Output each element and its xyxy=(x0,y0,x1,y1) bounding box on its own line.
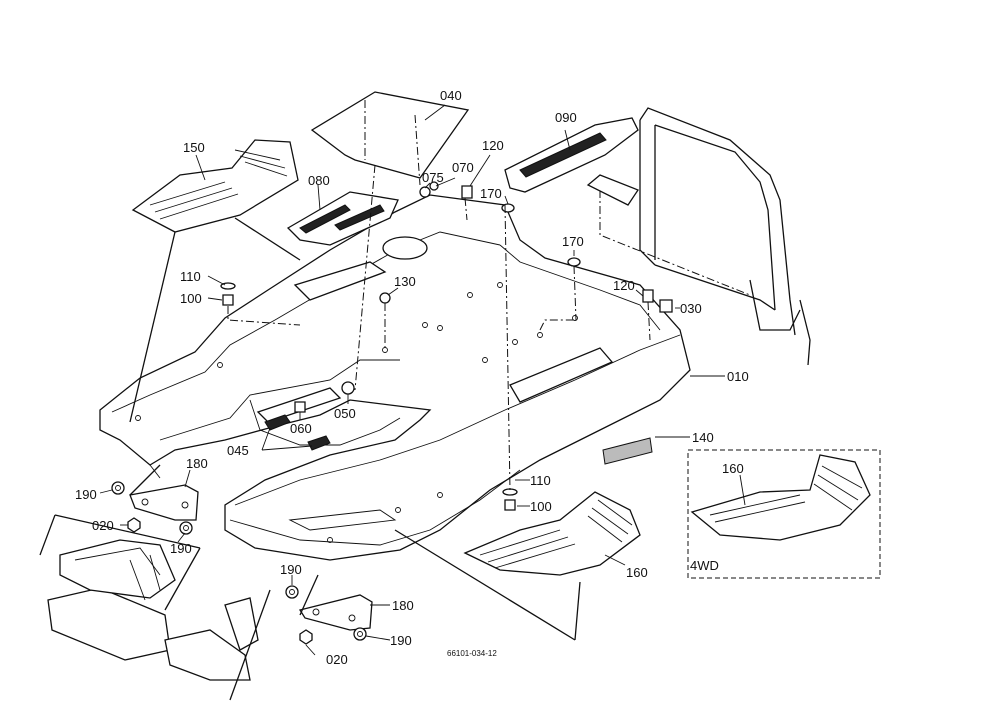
callout-090: 090 xyxy=(555,110,577,125)
panel-090 xyxy=(504,117,639,193)
plug-170-a xyxy=(501,203,515,213)
washer-190-c xyxy=(285,585,299,599)
cap-120-b xyxy=(642,289,654,303)
callout-100-right: 100 xyxy=(530,499,552,514)
callout-190-a: 190 xyxy=(75,487,97,502)
bracket-180-right xyxy=(298,594,373,631)
callout-020-right: 020 xyxy=(326,652,348,667)
callout-100-left: 100 xyxy=(180,291,202,306)
step-160-main xyxy=(463,491,641,576)
callout-030: 030 xyxy=(680,301,702,316)
callout-labels: 150 040 080 090 120 075 070 170 170 110 … xyxy=(75,88,749,667)
callout-190-b: 190 xyxy=(170,541,192,556)
callout-160-main: 160 xyxy=(626,565,648,580)
callout-045: 045 xyxy=(227,443,249,458)
callout-110-left: 110 xyxy=(180,269,201,284)
body-panel-010 xyxy=(99,194,691,561)
washer-075 xyxy=(419,186,431,198)
assembly-lines xyxy=(39,100,651,701)
callout-060: 060 xyxy=(290,421,312,436)
cover-040 xyxy=(310,91,470,179)
callout-020-left: 020 xyxy=(92,518,114,533)
callout-190-c: 190 xyxy=(280,562,302,577)
callout-050: 050 xyxy=(334,406,356,421)
inset-4wd: 4WD xyxy=(687,449,881,579)
callout-160-4wd: 160 xyxy=(722,461,744,476)
washer-050 xyxy=(341,381,355,395)
callout-170-lower: 170 xyxy=(562,234,584,249)
plug-170-b xyxy=(567,257,581,267)
step-160-4wd xyxy=(690,454,871,541)
callout-010: 010 xyxy=(727,369,749,384)
plate-140 xyxy=(602,437,653,465)
callout-180-right: 180 xyxy=(392,598,414,613)
callout-110-right: 110 xyxy=(530,473,551,488)
pad-045-b xyxy=(307,435,331,451)
washer-190-b xyxy=(179,521,193,535)
bolt-100-a xyxy=(222,294,234,306)
callout-170-upper: 170 xyxy=(480,186,502,201)
callout-130: 130 xyxy=(394,274,416,289)
callout-180-left: 180 xyxy=(186,456,208,471)
pad-045-a xyxy=(264,414,291,431)
callout-040: 040 xyxy=(440,88,462,103)
washer-190-a xyxy=(111,481,125,495)
callout-190-d: 190 xyxy=(390,633,412,648)
grille-080 xyxy=(286,191,399,246)
callout-120-upper: 120 xyxy=(482,138,504,153)
cap-120-a xyxy=(461,185,473,199)
bracket-180-left xyxy=(129,484,199,521)
callout-120-lower: 120 xyxy=(613,278,635,293)
nut-070 xyxy=(429,181,439,191)
nut-020-b xyxy=(299,629,313,645)
washer-190-d xyxy=(353,627,367,641)
bolt-060 xyxy=(294,401,306,413)
callout-080: 080 xyxy=(308,173,330,188)
bolt-030 xyxy=(659,299,673,313)
callout-075: 075 xyxy=(422,170,444,185)
front-axle-assembly xyxy=(47,539,259,681)
step-150 xyxy=(131,139,299,233)
figure-code: 66101-034-12 xyxy=(447,649,497,658)
callout-140: 140 xyxy=(692,430,714,445)
callout-150: 150 xyxy=(183,140,205,155)
leader-lines xyxy=(99,104,746,656)
callout-070: 070 xyxy=(452,160,474,175)
rops-frame xyxy=(586,107,811,366)
bolt-100-b xyxy=(504,499,516,511)
nut-020-a xyxy=(127,517,141,533)
inset-label: 4WD xyxy=(690,558,719,573)
